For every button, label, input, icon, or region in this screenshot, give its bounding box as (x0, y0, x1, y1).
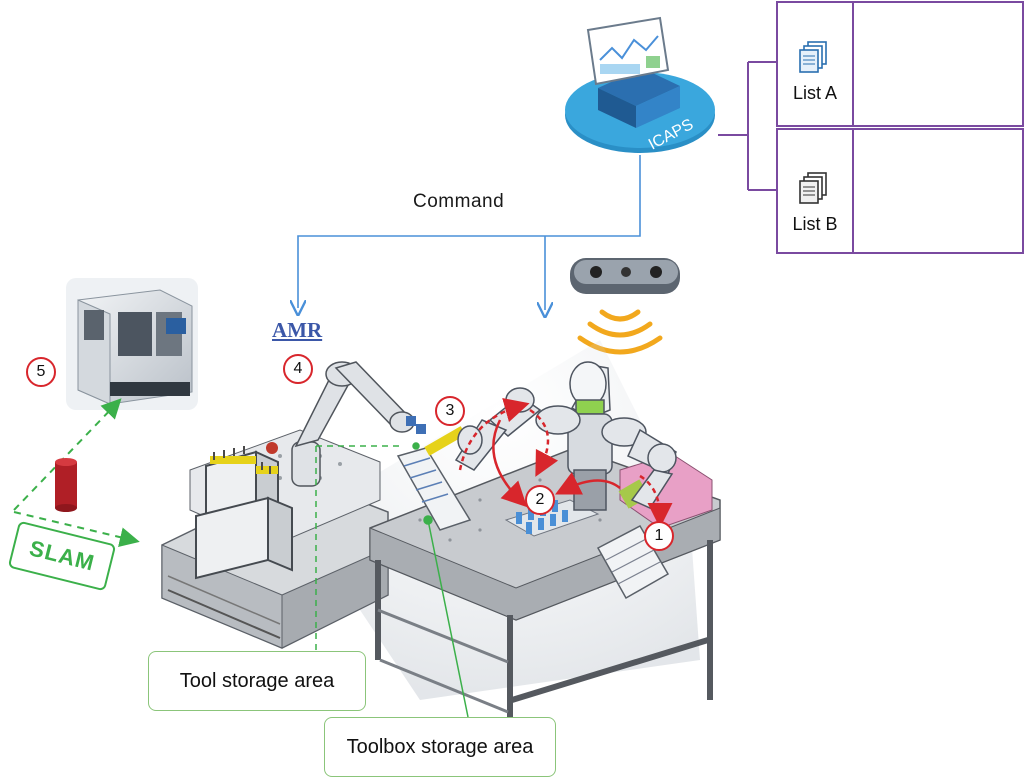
wireless-signal-icon (577, 309, 663, 355)
workpiece-cylinder (55, 458, 77, 512)
list-bracket (718, 61, 776, 191)
list-b-label: List B (792, 214, 838, 234)
slam-paths (13, 398, 140, 547)
step-2-marker: 2 (525, 485, 555, 515)
file-stack-icon (799, 41, 827, 73)
list-a-label: List A (792, 83, 838, 103)
tool-storage-callout: Tool storage area (148, 651, 366, 711)
file-stack-icon (799, 172, 827, 204)
cnc-machine-image (66, 278, 198, 410)
icaps-server-icon: ICAPS (565, 16, 715, 154)
list-b-panel: List B (776, 128, 1024, 254)
step-4-marker: 4 (283, 354, 313, 384)
step-1-marker: 1 (644, 521, 674, 551)
step-5-marker: 5 (26, 357, 56, 387)
callout-leaders (315, 442, 469, 718)
panel-divider (852, 130, 854, 252)
command-lines (298, 155, 641, 310)
panel-divider (852, 3, 854, 125)
camera-sensor-icon (570, 258, 680, 294)
command-label: Command (413, 191, 505, 212)
toolbox-storage-callout: Toolbox storage area (324, 717, 556, 777)
step-3-marker: 3 (435, 396, 465, 426)
task-flow-arrows (458, 398, 673, 528)
amr-robot (161, 361, 426, 649)
amr-label: AMR (272, 318, 323, 342)
list-a-panel: List A (776, 1, 1024, 127)
